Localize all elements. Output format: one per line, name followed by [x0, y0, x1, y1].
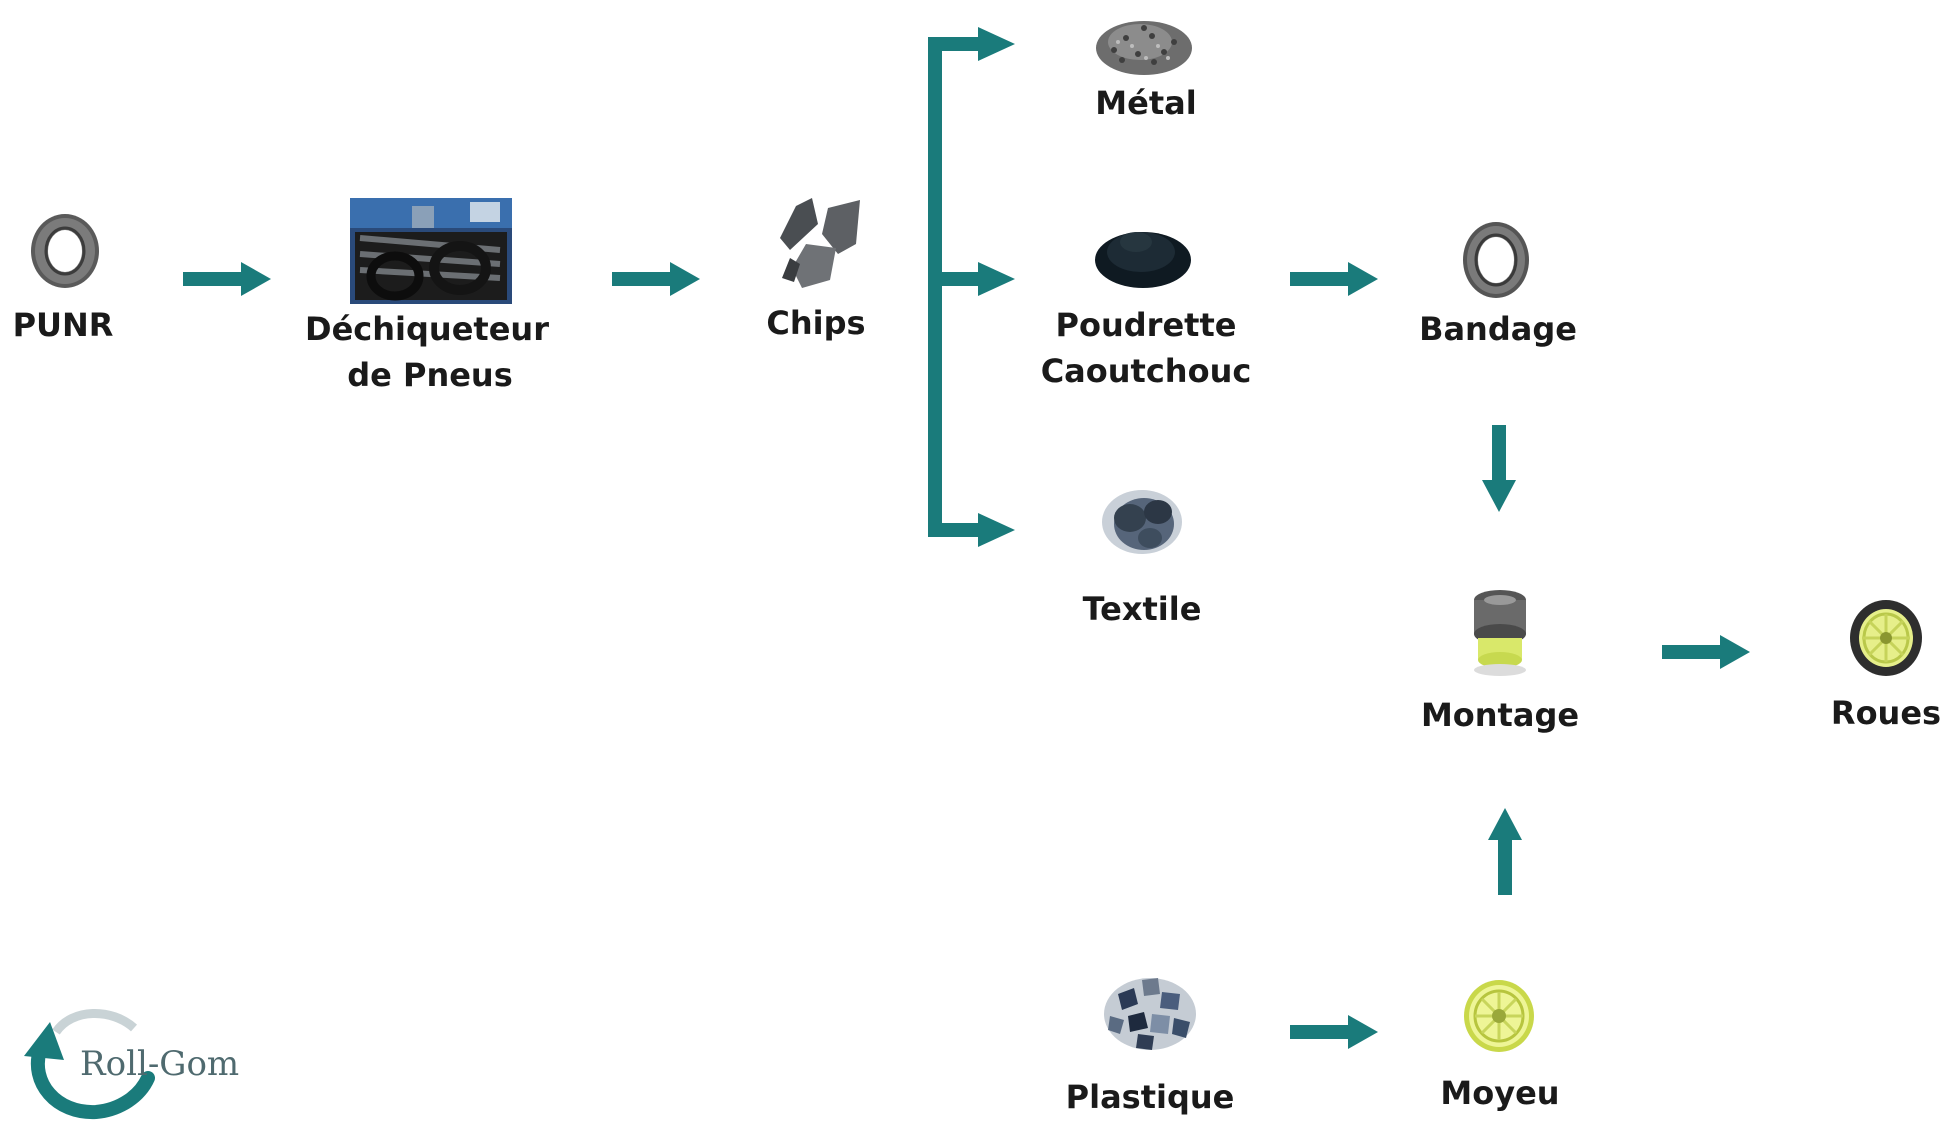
label-chips: Chips — [766, 304, 866, 342]
label-plastique: Plastique — [1065, 1078, 1235, 1116]
label-metal: Métal — [1095, 84, 1197, 122]
label-powder-line2: Caoutchouc — [1040, 352, 1252, 390]
wheel-assembly-icon — [1474, 590, 1526, 676]
label-powder-line1: Poudrette — [1055, 306, 1237, 344]
arrow-shredder-to-chips — [612, 262, 700, 296]
rubber-powder-icon — [1095, 232, 1191, 288]
tire-band-icon — [1463, 222, 1529, 298]
arrow-montage-to-roues — [1662, 635, 1750, 669]
arrow-powder-to-bandage — [1290, 262, 1378, 296]
label-punr: PUNR — [12, 306, 114, 344]
rubber-chips-icon — [780, 198, 860, 288]
arrow-punr-to-shredder — [183, 262, 271, 296]
arrow-plastique-to-moyeu — [1290, 1015, 1378, 1049]
label-montage: Montage — [1420, 696, 1580, 734]
wheel-icon — [1850, 600, 1922, 676]
logo: Roll-Gom — [16, 1000, 246, 1122]
arrow-chips-to-outputs — [928, 27, 1015, 547]
label-roues: Roues — [1830, 694, 1942, 732]
recycle-arrow-icon — [24, 1009, 155, 1120]
shredder-photo — [350, 198, 512, 304]
tire-icon — [31, 214, 99, 288]
label-bandage: Bandage — [1419, 310, 1577, 348]
arrow-moyeu-to-montage — [1488, 808, 1522, 895]
label-shredder-line1: Déchiqueteur — [305, 310, 549, 348]
textile-fiber-icon — [1102, 490, 1182, 554]
label-shredder-line2: de Pneus — [347, 356, 513, 394]
arrow-bandage-to-montage — [1482, 425, 1516, 512]
logo-text: Roll-Gom — [80, 1044, 240, 1084]
hub-icon — [1464, 980, 1534, 1052]
label-moyeu: Moyeu — [1440, 1074, 1560, 1112]
metal-scrap-icon — [1096, 21, 1192, 75]
plastic-flakes-icon — [1104, 978, 1196, 1050]
label-textile: Textile — [1082, 590, 1202, 628]
